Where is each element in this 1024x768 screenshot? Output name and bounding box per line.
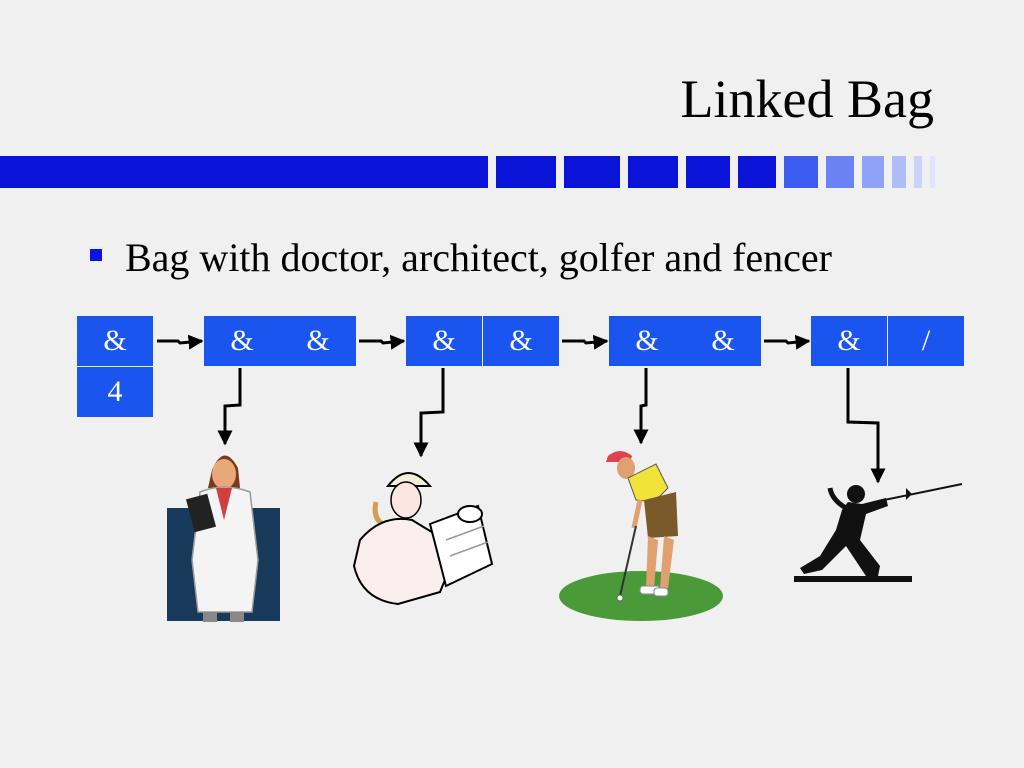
bullet-square-icon	[90, 249, 102, 261]
next-arrows	[157, 334, 811, 350]
arrow-node-1-to-doctor	[217, 368, 242, 446]
node-1-data-pointer: &	[204, 316, 280, 366]
fencer-image	[794, 483, 963, 582]
decorative-blue-band	[0, 156, 935, 188]
arrow-node-3-to-golfer	[633, 368, 649, 445]
arrow-node-2-to-node-3	[562, 334, 609, 350]
bullet-text: Bag with doctor, architect, golfer and f…	[125, 235, 832, 280]
node-4-data-pointer: &	[811, 316, 887, 366]
node-2-data-pointer: &	[406, 316, 482, 366]
arrow-node-4-to-fencer	[846, 368, 886, 484]
header-count: 4	[77, 367, 153, 417]
architect-image	[352, 472, 494, 606]
header-first-pointer: &	[77, 316, 153, 366]
node-3-next-pointer: &	[685, 316, 761, 366]
arrow-node-1-to-node-2	[359, 334, 406, 350]
node-4-next-pointer: /	[888, 316, 964, 366]
doctor-image	[167, 455, 280, 622]
arrow-node-3-to-node-4	[764, 334, 811, 350]
arrow-node-2-to-architect	[413, 368, 445, 458]
node-2-next-pointer: &	[483, 316, 559, 366]
data-arrows	[217, 368, 886, 484]
golfer-image	[559, 451, 723, 621]
node-3-data-pointer: &	[609, 316, 685, 366]
slide-title: Linked Bag	[680, 69, 934, 129]
node-1-next-pointer: &	[280, 316, 356, 366]
arrow-header-to-node-1	[157, 334, 204, 350]
